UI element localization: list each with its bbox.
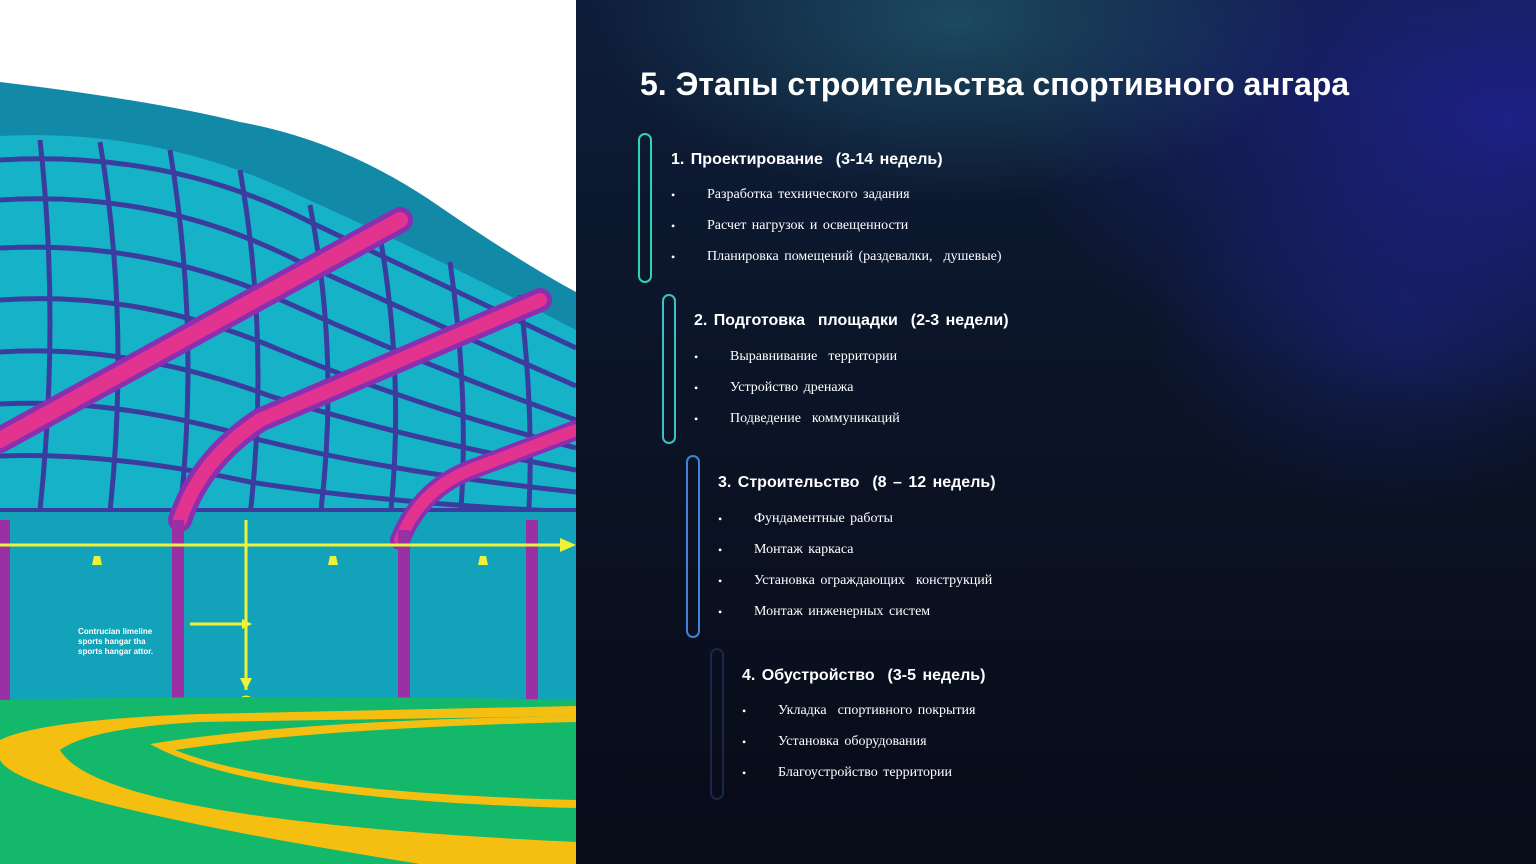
illustration-caption-line-3: sports hangar attor. [78,647,153,656]
list-item: •Установка оборудования [742,734,927,749]
stage-bracket [710,648,724,800]
list-item: •Монтаж каркаса [718,542,854,557]
illustration-caption-line-2: sports hangar tha [78,637,146,646]
stage-bracket [686,455,700,638]
columns [0,520,538,710]
stage-task-list: •Укладка спортивного покрытия •Установка… [742,702,976,795]
list-item: •Планировка помещений (раздевалки, душев… [671,249,1002,264]
list-item: •Расчет нагрузок и освещенности [671,218,909,233]
list-item: •Подведение коммуникаций [694,411,900,426]
hangar-wall [0,510,576,720]
stage-heading: 3. Строительство (8 – 12 недель) [718,474,996,491]
stage-task-list: •Фундаментные работы •Монтаж каркаса •Ус… [718,510,992,634]
stage-heading: 1. Проектирование (3-14 недель) [671,151,943,168]
roof-beams [0,207,576,550]
stage-task-list: •Разработка технического задания •Расчет… [671,186,1002,279]
stage-heading: 2. Подготовка площадки (2-3 недели) [694,312,1009,329]
timeline-lines [0,520,566,705]
hangar-artwork: Contrucian limeline sports hangar tha sp… [0,82,576,864]
list-item: •Установка ограждающих конструкций [718,573,993,588]
stage-bracket [638,133,652,283]
sports-hangar-illustration: Contrucian limeline sports hangar tha sp… [0,0,576,864]
list-item: •Выравнивание территории [694,349,898,364]
content-panel: 5. Этапы строительства спортивного ангар… [576,0,1536,864]
stage-task-list: •Выравнивание территории •Устройство дре… [694,348,900,441]
glass-roof [0,135,576,540]
list-item: •Монтаж инженерных систем [718,604,931,619]
list-item: •Укладка спортивного покрытия [742,703,976,718]
list-item: •Устройство дренажа [694,380,854,395]
slide-title: 5. Этапы строительства спортивного ангар… [640,66,1350,102]
list-item: •Разработка технического задания [671,187,910,202]
stage-bracket [662,294,676,444]
list-item: •Фундаментные работы [718,511,893,526]
running-track [0,706,576,864]
stage-heading: 4. Обустройство (3-5 недель) [742,667,986,684]
hanging-lamps [92,556,488,565]
illustration-caption-line-1: Contrucian limeline [78,627,153,636]
list-item: •Благоустройство территории [742,765,952,780]
